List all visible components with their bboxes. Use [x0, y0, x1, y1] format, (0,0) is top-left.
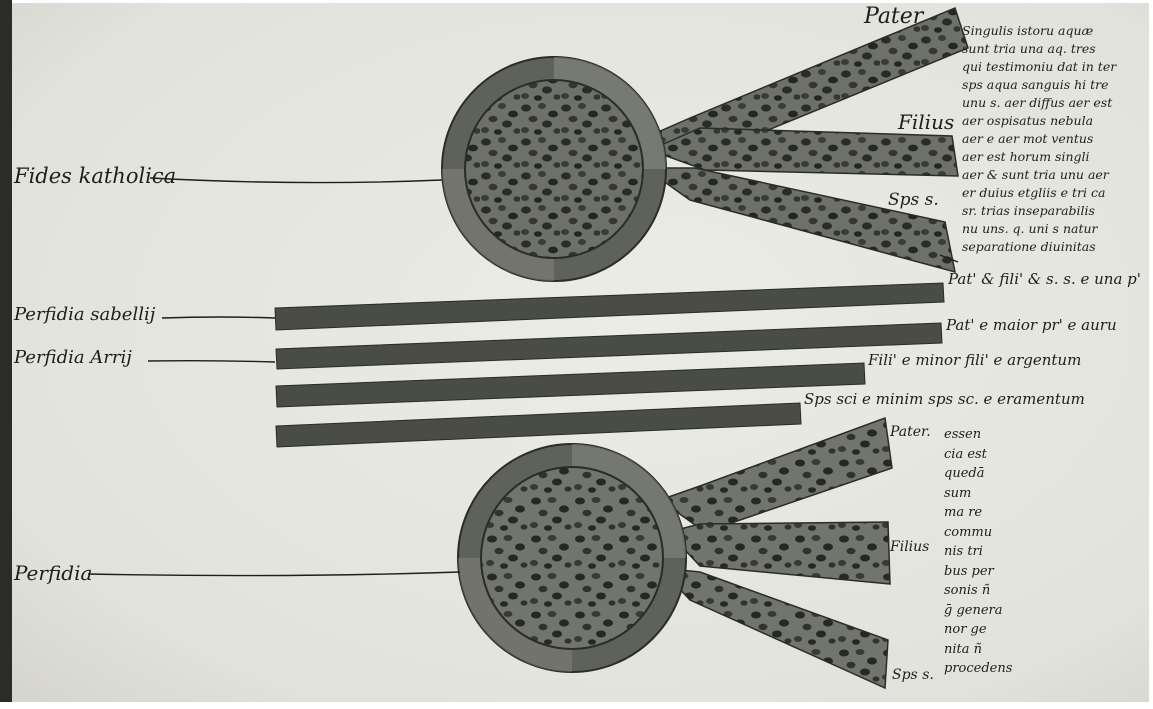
bottom-note-line: quedā	[944, 464, 1024, 484]
bottom-label-filius: Filius	[890, 540, 929, 554]
bottom-note-line: commu	[944, 523, 1024, 543]
top-note-column: Singulis istoru aquæ sunt tria una aq. t…	[962, 22, 1150, 256]
bottom-note-line: cia est	[944, 445, 1024, 465]
bottom-note-line: procedens	[944, 659, 1024, 679]
bottom-label-sps: Sps s.	[892, 668, 934, 682]
bar-1-text: Pat' & fili' & s. s. e una p'	[948, 272, 1148, 287]
top-note-line: sr. trias inseparabilis	[962, 202, 1150, 220]
top-note-line: er duius etgliis e tri ca	[962, 184, 1150, 202]
top-label-pater: Pater	[864, 6, 923, 28]
bottom-note-line: essen	[944, 425, 1024, 445]
bottom-note-line: nor ge	[944, 620, 1024, 640]
bottom-note-line: bus per	[944, 562, 1024, 582]
top-label-filius: Filius	[898, 112, 954, 132]
bottom-circle-inner	[481, 467, 663, 649]
bottom-note-line: nita ñ	[944, 640, 1024, 660]
bottom-note-line: ḡ genera	[944, 601, 1024, 621]
label-perfidia-arrii: Perfidia Arrij	[14, 349, 132, 367]
top-note-line: sps aqua sanguis hi tre	[962, 76, 1150, 94]
bottom-note-line: ma re	[944, 503, 1024, 523]
top-note-line: separatione diuinitas	[962, 238, 1150, 256]
label-perfidia: Perfidia	[14, 563, 92, 583]
top-note-line: aer e aer mot ventus	[962, 130, 1150, 148]
bottom-note-line: nis tri	[944, 542, 1024, 562]
top-note-line: aer ospisatus nebula	[962, 112, 1150, 130]
bottom-note-line: sum	[944, 484, 1024, 504]
bar-4-text: Sps sci e minim sps sc. e eramentum	[804, 392, 1150, 407]
bottom-edge	[0, 702, 1153, 709]
label-fides-catholica: Fides katholica	[14, 166, 176, 187]
bar-2-text: Pat' e maior pr' e auru	[946, 318, 1150, 333]
bottom-note-line: sonis ñ	[944, 581, 1024, 601]
label-perfidia-sabellii: Perfidia sabellij	[14, 306, 155, 324]
bar-3-text: Fili' e minor fili' e argentum	[868, 353, 1150, 368]
bottom-label-pater: Pater.	[890, 425, 931, 439]
bottom-note-column: essen cia est quedā sum ma re commu nis …	[944, 425, 1024, 679]
top-note-line: aer est horum singli	[962, 148, 1150, 166]
binding-edge	[0, 0, 12, 709]
top-note-line: aer & sunt tria unu aer	[962, 166, 1150, 184]
top-label-sps: Sps s.	[888, 192, 939, 209]
top-note-line: unu s. aer diffus aer est	[962, 94, 1150, 112]
top-note-line: Singulis istoru aquæ	[962, 22, 1150, 40]
top-note-line: qui testimoniu dat in ter	[962, 58, 1150, 76]
top-note-line: sunt tria una aq. tres	[962, 40, 1150, 58]
top-note-line: nu uns. q. uni s natur	[962, 220, 1150, 238]
top-circle-inner	[465, 80, 643, 258]
